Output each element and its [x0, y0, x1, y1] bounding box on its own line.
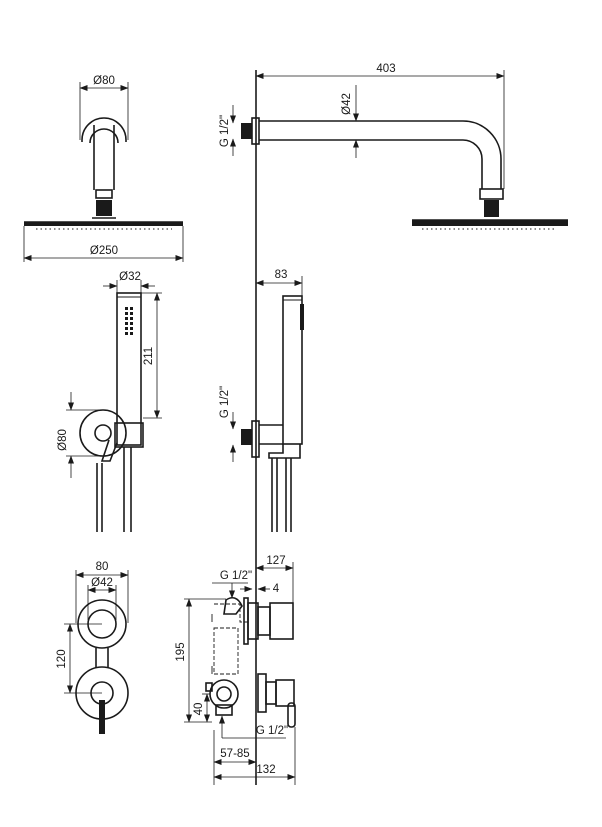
label-mixer-centers: 120	[56, 649, 68, 668]
dim-flange-diameter: Ø80	[79, 75, 129, 140]
dim-mixer-rosette-diameter: Ø42	[87, 577, 117, 620]
shower-head-front	[24, 221, 183, 230]
dim-thread-top: G 1/2"	[219, 105, 236, 156]
label-thread-mixer-top: G 1/2"	[220, 570, 252, 582]
dim-inlet-height: 40	[193, 693, 210, 723]
shower-arm-side-view	[241, 117, 568, 230]
label-arm-diameter: Ø42	[341, 93, 353, 115]
label-hand-shower-length: 211	[143, 347, 155, 365]
label-holder-projection: 83	[275, 269, 288, 281]
dim-head-arm-width: 403	[255, 63, 505, 189]
label-mixer-height: 195	[175, 642, 187, 661]
label-mixer-plate-width: 80	[96, 561, 109, 573]
label-flange-diameter: Ø80	[93, 75, 115, 87]
mixer-side-view	[205, 596, 296, 728]
label-inlet-height: 40	[193, 703, 205, 716]
dim-thread-mixer-bottom: G 1/2"	[219, 715, 288, 739]
hand-shower-side-view	[241, 295, 304, 532]
label-total-depth: 132	[256, 764, 275, 776]
mixer-front-view	[75, 599, 129, 734]
dim-holder-diameter: Ø80	[57, 392, 103, 478]
label-install-depth: 57-85	[220, 748, 249, 760]
label-hand-shower-diameter: Ø32	[119, 271, 141, 283]
label-head-diameter: Ø250	[90, 245, 118, 257]
dim-holder-projection: 83	[255, 269, 303, 296]
label-thread-mixer-bottom: G 1/2"	[256, 725, 288, 737]
dim-hand-shower-diameter: Ø32	[103, 271, 155, 293]
label-thread-top: G 1/2"	[219, 115, 231, 147]
dim-mixer-plate-width: 80	[75, 561, 129, 623]
shower-arm-front-view	[81, 117, 127, 219]
dim-total-depth: 132	[213, 727, 296, 785]
dim-mixer-centers: 120	[56, 623, 102, 694]
dim-hand-shower-length: 211	[141, 292, 162, 419]
label-head-arm-width: 403	[376, 63, 395, 75]
hand-shower-nozzles	[125, 307, 133, 335]
dim-offset-4: 4	[240, 583, 280, 595]
dim-mixer-depth: 127	[255, 555, 294, 603]
dim-arm-diameter: Ø42	[341, 85, 359, 158]
dim-head-diameter: Ø250	[23, 226, 184, 262]
label-thread-middle: G 1/2"	[219, 386, 231, 418]
label-mixer-rosette-diameter: Ø42	[91, 577, 113, 589]
dim-thread-mixer-top: G 1/2"	[212, 570, 252, 599]
hand-shower-front-view	[79, 292, 144, 532]
label-offset-4: 4	[273, 583, 280, 595]
dim-thread-middle: G 1/2"	[219, 386, 236, 462]
label-mixer-depth: 127	[266, 555, 285, 567]
label-holder-diameter: Ø80	[57, 429, 69, 451]
